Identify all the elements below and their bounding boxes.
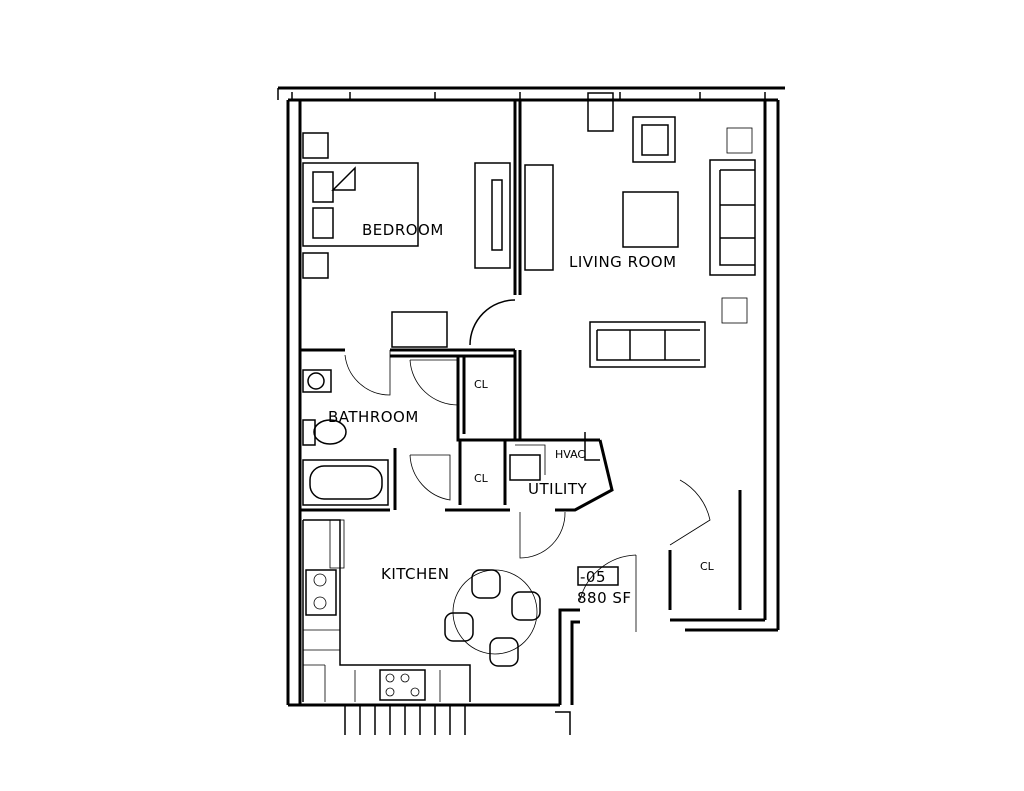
label-bathroom: BATHROOM xyxy=(328,408,419,426)
living-furniture xyxy=(524,92,756,368)
bed xyxy=(302,132,511,348)
unit-area: 880 SF xyxy=(577,589,632,607)
label-bedroom: BEDROOM xyxy=(362,221,444,239)
unit-number-box xyxy=(577,566,619,586)
unit-number: -05 xyxy=(580,568,606,586)
exterior-walls xyxy=(277,86,785,735)
doors xyxy=(344,299,711,632)
label-kitchen: KITCHEN xyxy=(381,565,450,583)
bathroom-fixtures xyxy=(302,369,389,506)
label-hvac: HVAC xyxy=(555,448,585,461)
label-utility: UTILITY xyxy=(528,480,588,498)
label-closet-3: CL xyxy=(700,560,715,573)
dining-table xyxy=(444,569,541,667)
kitchen-fixtures xyxy=(302,519,471,702)
interior-walls xyxy=(300,100,742,610)
hvac-unit xyxy=(509,444,546,481)
label-closet-2: CL xyxy=(474,472,489,485)
label-living-room: LIVING ROOM xyxy=(569,253,677,271)
label-closet-1: CL xyxy=(474,378,489,391)
